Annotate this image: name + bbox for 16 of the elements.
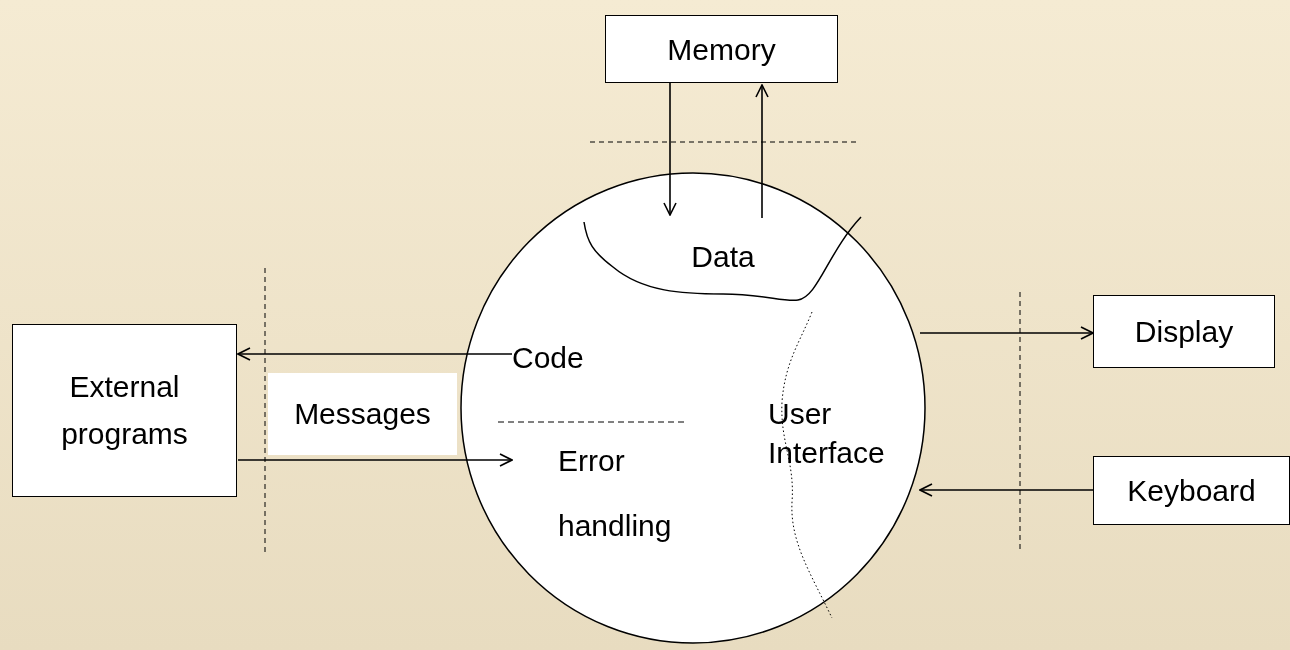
region-label: Code <box>512 340 584 376</box>
arrow <box>919 483 1094 497</box>
region-label: Error handling <box>512 428 692 558</box>
arrow <box>237 453 513 467</box>
entity-box: Memory <box>605 15 838 83</box>
process-circle <box>460 172 926 644</box>
arrow <box>663 82 677 216</box>
entity-box: Display <box>1093 295 1275 368</box>
arrow <box>919 326 1094 340</box>
arrow <box>237 347 513 361</box>
messages-label: Messages <box>268 373 457 455</box>
region-label: User Interface <box>768 312 920 502</box>
arrow <box>755 84 769 219</box>
entity-box: Keyboard <box>1093 456 1290 525</box>
entity-box: External programs <box>12 324 237 497</box>
data-region: Data <box>583 212 863 302</box>
